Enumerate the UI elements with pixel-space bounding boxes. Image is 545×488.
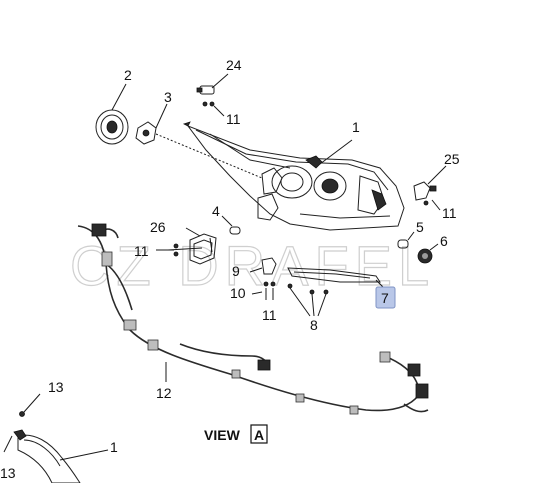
callout-11-bottom: 11: [262, 307, 277, 323]
callout-13-upper: 13: [48, 379, 64, 395]
part-bracket-26: [156, 227, 217, 265]
part-socket-3: [135, 103, 168, 145]
part-bulb-25: [413, 165, 447, 211]
part-cap-2: [95, 83, 129, 145]
callout-8: 8: [310, 317, 318, 333]
part-lamp-lower: [3, 393, 109, 484]
part-bulb-5: [397, 231, 415, 249]
part-bulb-4: [221, 215, 241, 235]
callout-5: 5: [416, 219, 424, 235]
view-label: VIEW: [204, 427, 241, 443]
view-letter-box: [250, 424, 268, 444]
callout-1: 1: [352, 119, 360, 135]
callout-11-top: 11: [226, 111, 241, 127]
wiring-harness-12: [77, 223, 429, 415]
headlamp-assembly: [182, 121, 405, 231]
callout-2: 2: [124, 67, 132, 83]
view-letter: A: [254, 427, 264, 443]
callout-12: 12: [156, 385, 172, 401]
callout-4: 4: [212, 203, 220, 219]
callout-1-lower: 1: [110, 439, 118, 455]
callout-25: 25: [444, 151, 460, 167]
part-clip-9: [249, 257, 277, 300]
callout-11-left: 11: [134, 243, 149, 259]
callout-13-lower: 13: [0, 465, 16, 481]
callout-9: 9: [232, 263, 240, 279]
callout-7-highlight: [375, 286, 396, 309]
callout-6: 6: [440, 233, 448, 249]
callout-3: 3: [164, 89, 172, 105]
callout-26: 26: [150, 219, 166, 235]
watermark: CZ DRAFEL: [70, 234, 435, 297]
callout-11-right: 11: [442, 205, 457, 221]
callout-10: 10: [230, 285, 246, 301]
part-bulb-24: [196, 73, 229, 117]
callout-24: 24: [226, 57, 242, 73]
part-nut-6: [417, 243, 439, 264]
callout-7: 7: [381, 290, 389, 306]
